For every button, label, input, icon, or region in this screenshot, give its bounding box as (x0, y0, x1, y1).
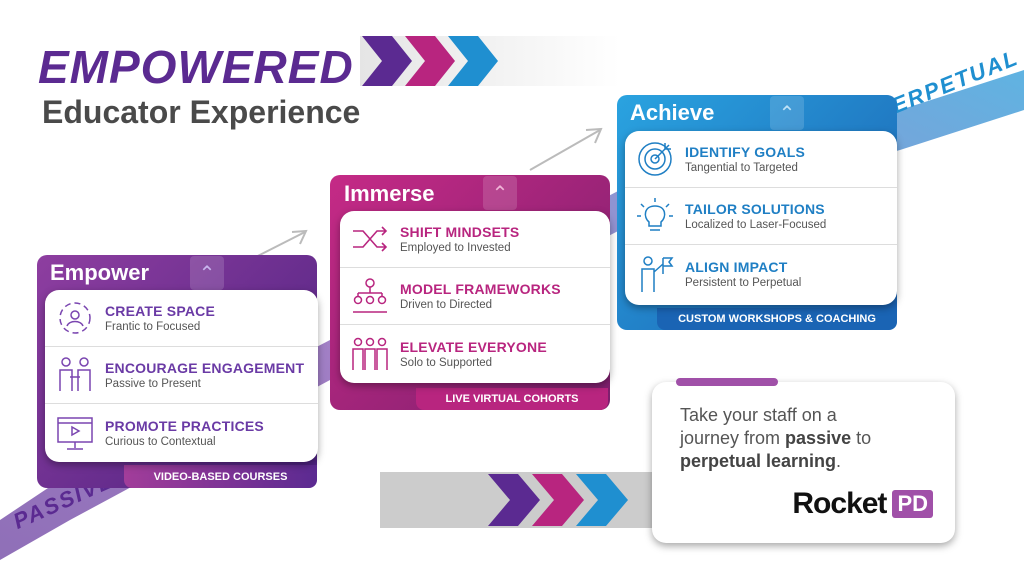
stage-title: Achieve (630, 100, 715, 125)
chevron-purple (362, 36, 412, 86)
stage-footer: LIVE VIRTUAL COHORTS (416, 388, 608, 410)
stage-title: Empower (50, 260, 150, 285)
chevrons-up-icon: ⌃ (483, 176, 517, 210)
page-subtitle: Educator Experience (42, 94, 361, 130)
person-flag-icon (625, 254, 685, 294)
video-monitor-icon (45, 413, 105, 453)
org-chart-icon (340, 276, 400, 316)
group-icon (340, 334, 400, 374)
target-icon (625, 139, 685, 179)
chevrons-up-icon: ⌃ (770, 96, 804, 130)
chevron-blue (448, 36, 498, 86)
chevron-magenta (405, 36, 455, 86)
page-title: EMPOWERED (38, 41, 354, 93)
accent-bar (676, 378, 778, 386)
chevrons-up-icon: ⌃ (190, 256, 224, 290)
rocket-pd-logo: Rocket PD (792, 487, 933, 521)
shuffle-icon (340, 219, 400, 259)
stage-footer: VIDEO-BASED COURSES (124, 465, 317, 488)
people-cycle-icon (45, 298, 105, 338)
stage-footer: CUSTOM WORKSHOPS & COACHING (657, 308, 897, 330)
lightbulb-icon (625, 196, 685, 236)
stage-title: Immerse (344, 181, 435, 206)
two-people-icon (45, 355, 105, 395)
